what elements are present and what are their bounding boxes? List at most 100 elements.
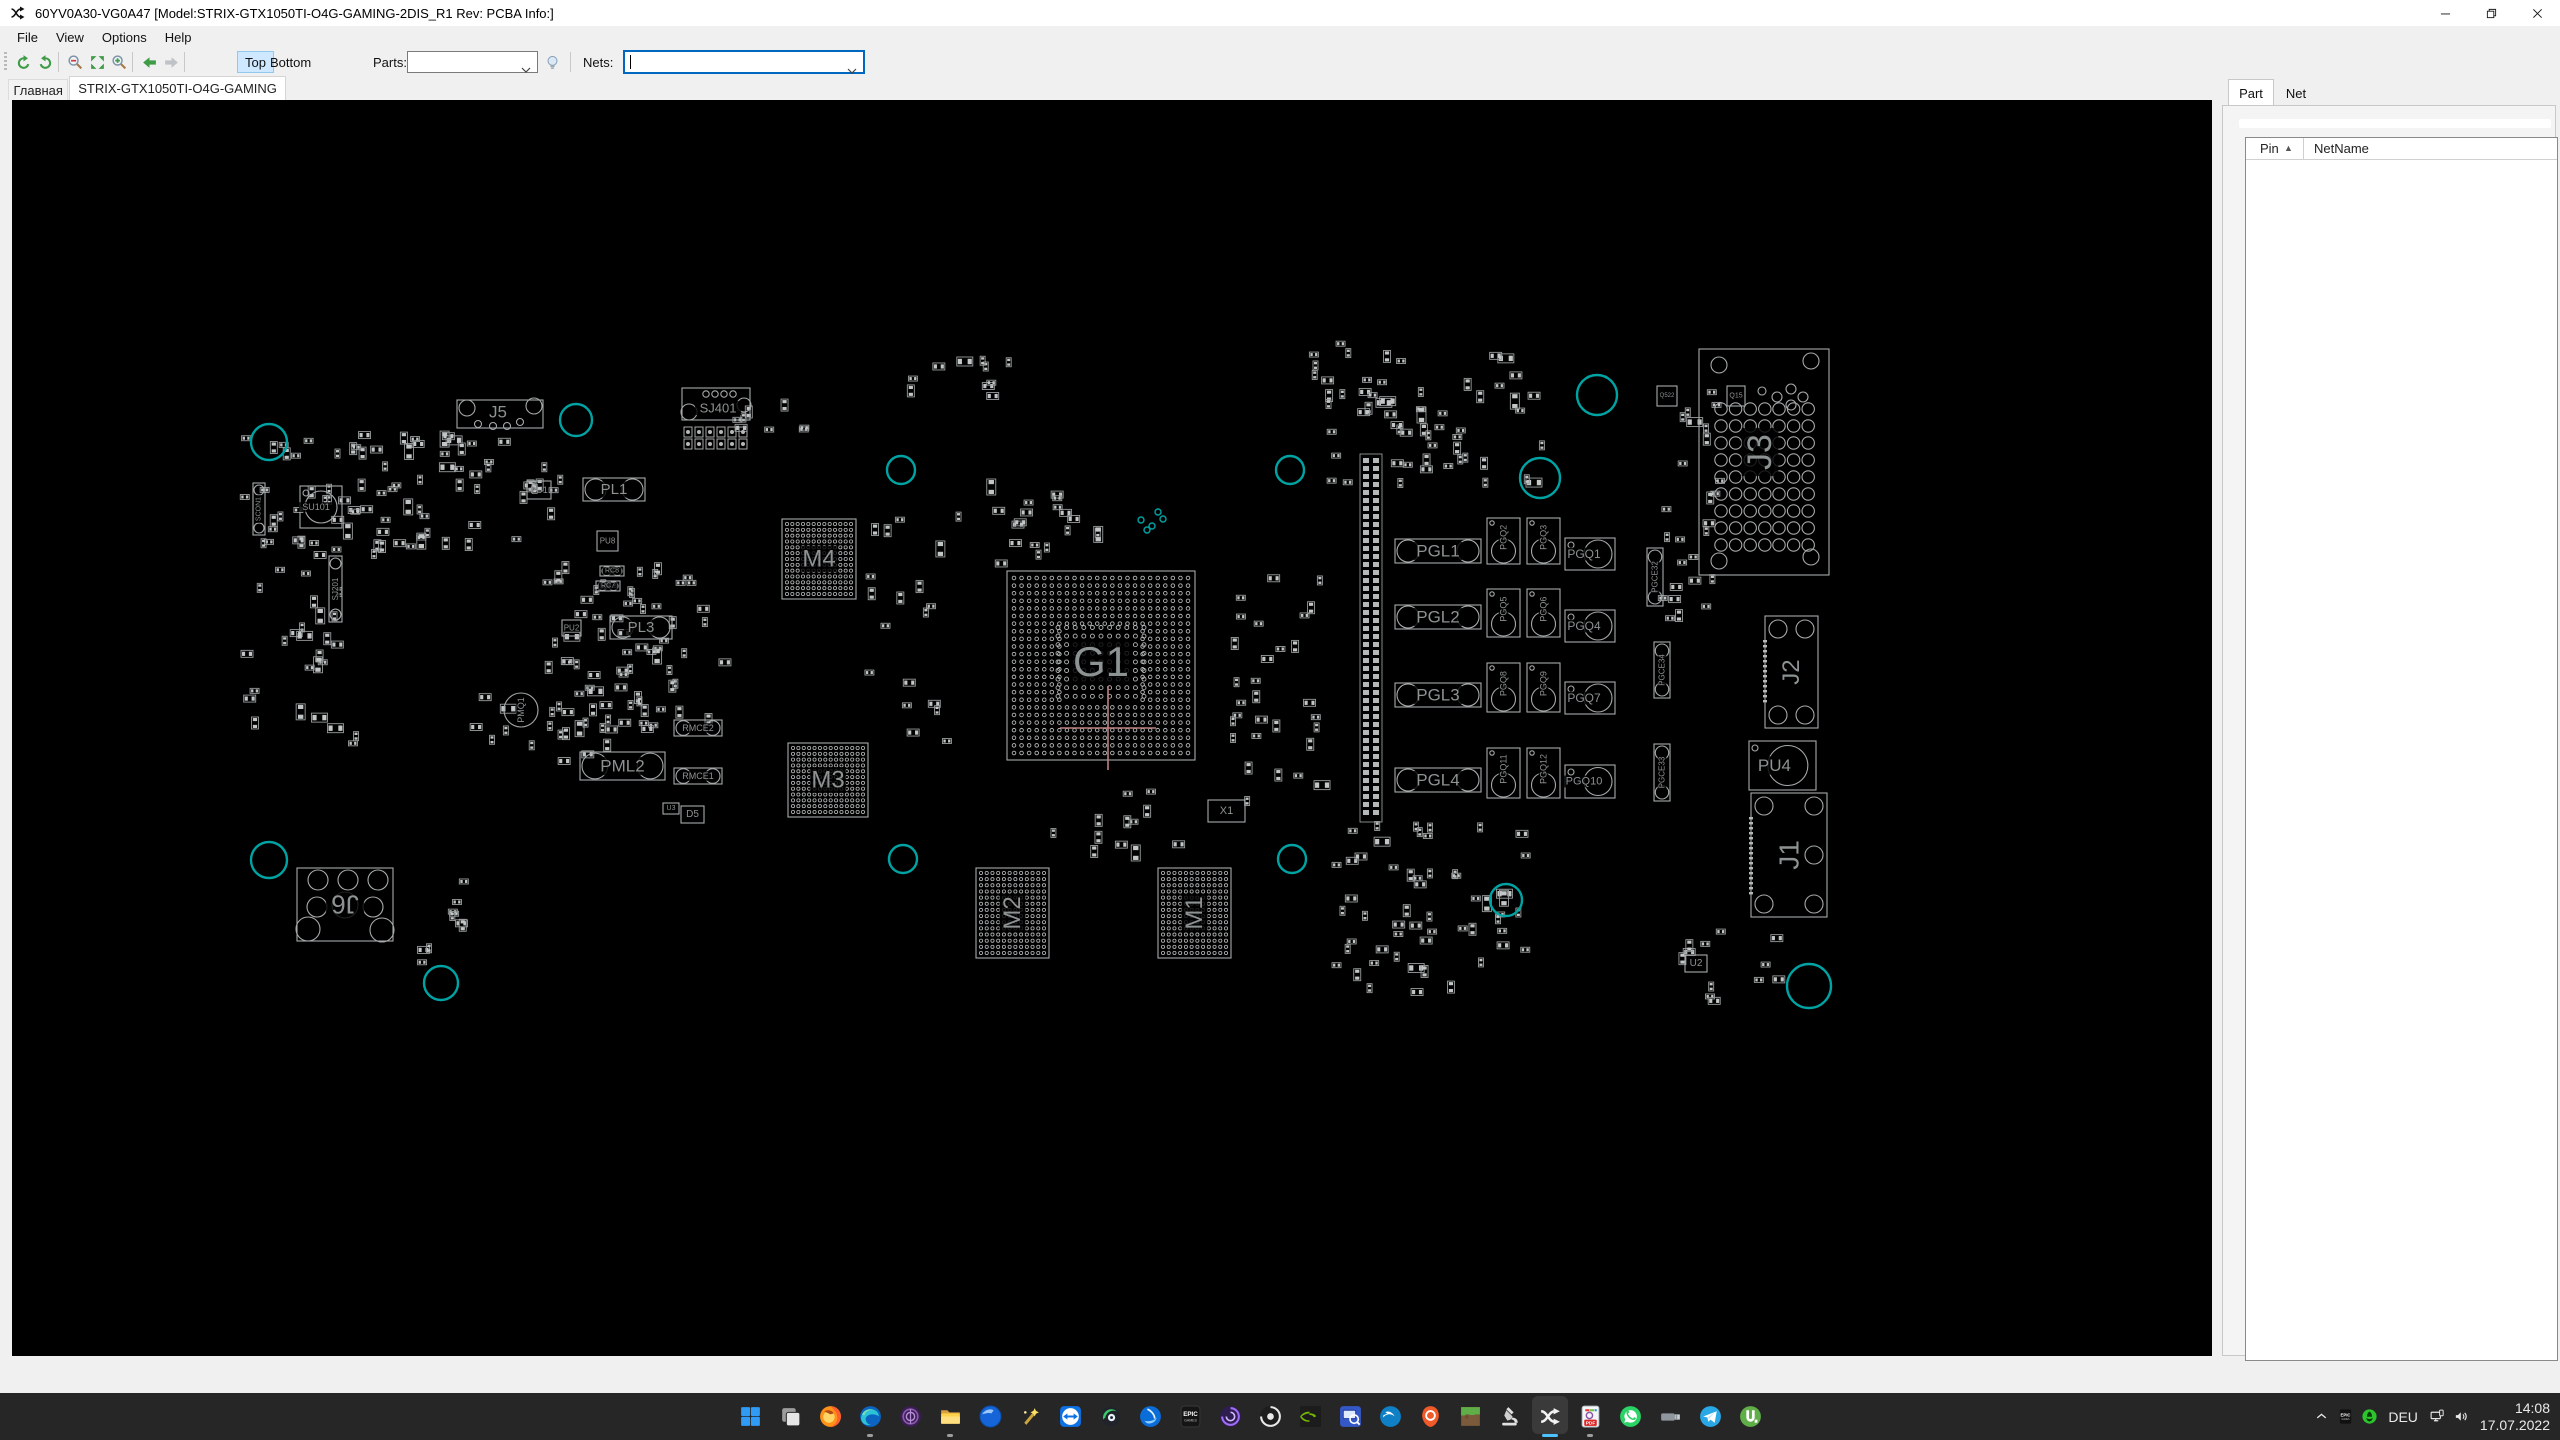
rotate-cw-button[interactable] bbox=[34, 51, 56, 73]
comp-PML2[interactable]: PML2 bbox=[579, 751, 666, 781]
column-pin[interactable]: Pin bbox=[2260, 141, 2279, 156]
nets-input[interactable] bbox=[628, 53, 843, 71]
fit-screen-button[interactable] bbox=[86, 51, 108, 73]
comp-M2[interactable]: M2 bbox=[975, 867, 1050, 959]
comp-PU8[interactable]: PU8 bbox=[596, 530, 619, 552]
comp-U3[interactable]: U3 bbox=[662, 802, 680, 815]
comp-PGCE33[interactable]: PGCE33 bbox=[1653, 743, 1671, 802]
comp-PGQ12[interactable]: PGQ12 bbox=[1526, 747, 1561, 799]
comp-PGQ1[interactable]: PGQ1 bbox=[1564, 537, 1616, 571]
comp-PU4[interactable]: PU4 bbox=[1748, 740, 1817, 791]
sort-ascending-icon[interactable]: ▲ bbox=[2284, 143, 2293, 153]
chevron-down-icon[interactable] bbox=[521, 60, 531, 73]
taskbar-edge-icon[interactable] bbox=[850, 1393, 890, 1440]
comp-M4[interactable]: M4 bbox=[781, 518, 857, 600]
comp-SJ201[interactable]: SJ201 bbox=[328, 555, 343, 623]
comp-RC7[interactable]: RC7 bbox=[595, 580, 621, 592]
comp-SU101[interactable]: SU101 bbox=[299, 485, 343, 529]
comp-PGQ6[interactable]: PGQ6 bbox=[1526, 588, 1561, 638]
menu-file[interactable]: File bbox=[17, 29, 38, 45]
taskbar-telegram-icon[interactable] bbox=[1690, 1393, 1730, 1440]
zoom-out-button[interactable] bbox=[64, 51, 86, 73]
chevron-down-icon[interactable] bbox=[847, 61, 857, 74]
comp-PGL4[interactable]: PGL4 bbox=[1394, 767, 1482, 793]
comp-J3[interactable]: J3 bbox=[1698, 348, 1830, 576]
comp-PL1[interactable]: PL1 bbox=[582, 477, 646, 502]
lamp-icon[interactable] bbox=[541, 51, 563, 73]
comp-J2[interactable]: J2 bbox=[1763, 615, 1819, 729]
taskbar-boardview-app-icon[interactable] bbox=[1530, 1393, 1570, 1440]
comp-J1[interactable]: J1 bbox=[1749, 792, 1828, 918]
tray-chevron-up-icon[interactable] bbox=[2313, 1408, 2330, 1425]
nets-combobox[interactable] bbox=[623, 50, 865, 74]
taskbar-daemon-tools-icon[interactable] bbox=[1090, 1393, 1130, 1440]
comp-SJ401[interactable]: SJ401 bbox=[680, 387, 752, 421]
taskbar-task-view-icon[interactable] bbox=[770, 1393, 810, 1440]
comp-G1[interactable]: G1 bbox=[1006, 570, 1196, 761]
restore-button[interactable] bbox=[2468, 0, 2514, 26]
parts-input[interactable] bbox=[411, 53, 517, 71]
comp-Q15[interactable]: Q15 bbox=[1726, 385, 1746, 407]
taskbar-tor-browser-icon[interactable] bbox=[890, 1393, 930, 1440]
comp-PGQ3[interactable]: PGQ3 bbox=[1526, 517, 1561, 565]
comp-PGL2[interactable]: PGL2 bbox=[1394, 604, 1482, 630]
comp-PMQ1[interactable]: PMQ1 bbox=[503, 692, 539, 728]
comp-PGL3[interactable]: PGL3 bbox=[1394, 682, 1482, 708]
comp-PGQ4[interactable]: PGQ4 bbox=[1564, 609, 1616, 643]
tray-network-tray-icon[interactable] bbox=[2429, 1408, 2446, 1425]
comp-PU2[interactable]: PU2 bbox=[561, 619, 582, 637]
comp-PGQ2[interactable]: PGQ2 bbox=[1486, 517, 1521, 565]
taskbar-nvidia-icon[interactable] bbox=[1290, 1393, 1330, 1440]
taskbar-wise-care-icon[interactable] bbox=[1010, 1393, 1050, 1440]
zoom-in-button[interactable] bbox=[108, 51, 130, 73]
taskbar-file-explorer-icon[interactable] bbox=[930, 1393, 970, 1440]
taskbar-ubisoft-connect-icon[interactable] bbox=[1250, 1393, 1290, 1440]
document-tab-board[interactable]: STRIX-GTX1050TI-O4G-GAMING bbox=[69, 76, 286, 100]
tray-volume-tray-icon[interactable] bbox=[2453, 1408, 2470, 1425]
comp-PGQ8[interactable]: PGQ8 bbox=[1486, 662, 1521, 713]
taskbar-teamviewer-icon[interactable] bbox=[1050, 1393, 1090, 1440]
taskbar-openoffice-icon[interactable] bbox=[1370, 1393, 1410, 1440]
taskbar-whatsapp-icon[interactable] bbox=[1610, 1393, 1650, 1440]
comp-RC8[interactable]: RC8 bbox=[599, 565, 625, 577]
table-header[interactable]: Pin ▲ NetName bbox=[2246, 138, 2557, 160]
comp-RMCE1[interactable]: RMCE1 bbox=[673, 767, 723, 785]
comp-PGCE32[interactable]: PGCE32 bbox=[1646, 547, 1664, 607]
tray-razer-tray-icon[interactable] bbox=[2361, 1408, 2378, 1425]
tray-language[interactable]: DEU bbox=[2388, 1408, 2418, 1425]
forward-button[interactable] bbox=[160, 51, 182, 73]
comp-PGQ11[interactable]: PGQ11 bbox=[1486, 747, 1521, 799]
taskbar-usb-imager-icon[interactable] bbox=[1650, 1393, 1690, 1440]
taskbar-gog-galaxy-icon[interactable] bbox=[1210, 1393, 1250, 1440]
comp-PL3[interactable]: PL3 bbox=[609, 615, 673, 640]
taskbar-microscope-tool-icon[interactable] bbox=[1490, 1393, 1530, 1440]
comp-X1[interactable]: X1 bbox=[1207, 799, 1246, 823]
back-button[interactable] bbox=[138, 51, 160, 73]
comp-J5[interactable]: J5 bbox=[456, 397, 544, 431]
taskbar-origin-icon[interactable] bbox=[1410, 1393, 1450, 1440]
comp-PGQ5[interactable]: PGQ5 bbox=[1486, 588, 1521, 638]
comp-SCON1[interactable]: SCON1 bbox=[252, 482, 266, 536]
taskbar-board-viewer-blue-icon[interactable] bbox=[1330, 1393, 1370, 1440]
taskbar-utorrent-icon[interactable] bbox=[1730, 1393, 1770, 1440]
taskbar-glary-utilities-icon[interactable] bbox=[970, 1393, 1010, 1440]
menu-help[interactable]: Help bbox=[164, 29, 192, 45]
comp-PGCE34[interactable]: PGCE34 bbox=[1653, 641, 1671, 699]
bottom-view-button[interactable]: Bottom bbox=[270, 54, 312, 70]
pin-net-table[interactable]: Pin ▲ NetName bbox=[2245, 137, 2558, 1361]
comp-M3[interactable]: M3 bbox=[787, 742, 869, 818]
menu-options[interactable]: Options bbox=[101, 29, 147, 45]
taskbar-firefox-icon[interactable] bbox=[810, 1393, 850, 1440]
parts-combobox[interactable] bbox=[407, 51, 538, 73]
tab-net[interactable]: Net bbox=[2285, 86, 2307, 101]
comp-RMCE2[interactable]: RMCE2 bbox=[673, 719, 723, 737]
menu-view[interactable]: View bbox=[55, 29, 84, 45]
comp-PGL1[interactable]: PGL1 bbox=[1394, 538, 1482, 564]
close-button[interactable] bbox=[2514, 0, 2560, 26]
comp-PGQ9[interactable]: PGQ9 bbox=[1526, 662, 1561, 713]
taskbar-pdf-xchange-icon[interactable]: PDF bbox=[1570, 1393, 1610, 1440]
